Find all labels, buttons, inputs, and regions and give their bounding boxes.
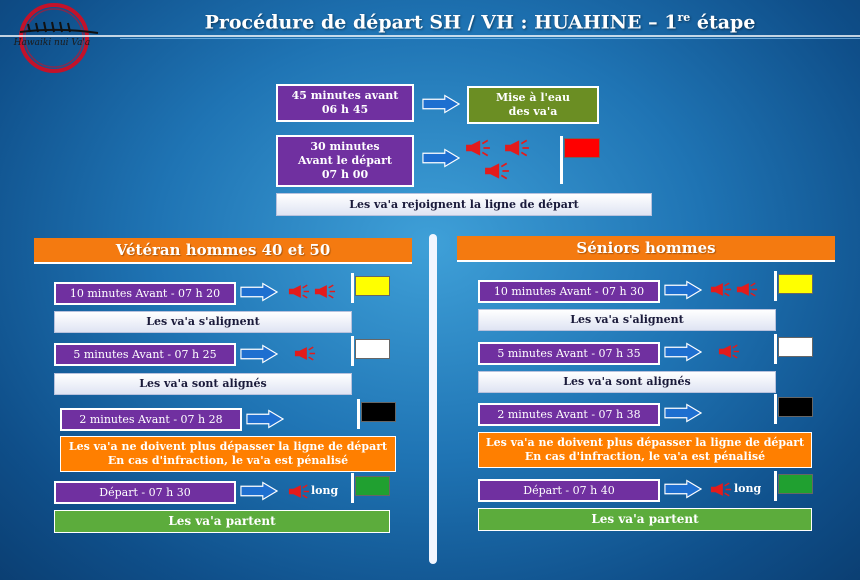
right-2-minutes-box: 2 minutes Avant - 07 h 38	[478, 403, 660, 426]
step-30-time: 07 h 00	[321, 167, 369, 181]
green-flag-icon	[355, 476, 390, 496]
launch-label-2: des va'a	[508, 105, 558, 118]
yellow-flag-icon	[778, 274, 813, 294]
flag-pole	[774, 471, 777, 501]
air-horn-icon	[710, 482, 732, 497]
air-horn-icon	[718, 344, 740, 359]
air-horn-icon	[484, 162, 510, 180]
seniors-header: Séniors hommes	[457, 236, 835, 262]
left-align-bar: Les va'a s'alignent	[54, 311, 352, 333]
launch-label: Mise à l'eau	[495, 91, 570, 105]
red-flag-icon	[564, 138, 600, 158]
right-arrow-icon	[240, 481, 278, 501]
left-warning-box: Les va'a ne doivent plus dépasser la lig…	[60, 436, 396, 472]
right-arrow-icon	[246, 409, 284, 429]
right-5-minutes-box: 5 minutes Avant - 07 h 35	[478, 342, 660, 365]
right-arrow-icon	[422, 94, 460, 114]
left-depart-box: Départ - 07 h 30	[54, 481, 236, 504]
step-45-label: 45 minutes avant	[291, 89, 399, 103]
flag-pole	[351, 273, 354, 303]
right-arrow-icon	[664, 403, 702, 423]
right-arrow-icon	[240, 344, 278, 364]
page-title: Procédure de départ SH / VH : HUAHINE – …	[204, 11, 756, 34]
air-horn-icon	[736, 282, 758, 297]
right-long-label: long	[734, 482, 762, 495]
right-warning-line-1: Les va'a ne doivent plus dépasser la lig…	[485, 436, 805, 450]
step-30-label-2: Avant le départ	[298, 154, 392, 168]
join-start-line-bar: Les va'a rejoignent la ligne de départ	[276, 193, 652, 216]
air-horn-icon	[288, 484, 310, 499]
left-2-minutes-box: 2 minutes Avant - 07 h 28	[60, 408, 242, 431]
white-flag-icon	[355, 339, 390, 359]
right-arrow-icon	[664, 479, 702, 499]
flag-pole	[774, 271, 777, 301]
left-5-minutes-box: 5 minutes Avant - 07 h 25	[54, 343, 236, 366]
left-warning-line-1: Les va'a ne doivent plus dépasser la lig…	[68, 440, 388, 454]
right-arrow-icon	[422, 148, 460, 168]
flag-pole	[351, 336, 354, 366]
right-arrow-icon	[240, 282, 278, 302]
title-underline	[0, 35, 860, 37]
left-warning-line-2: En cas d'infraction, le va'a est pénalis…	[107, 454, 349, 467]
right-leave-bar: Les va'a partent	[478, 508, 812, 531]
right-warning-line-2: En cas d'infraction, le va'a est pénalis…	[524, 450, 766, 463]
air-horn-icon	[314, 284, 336, 299]
yellow-flag-icon	[355, 276, 390, 296]
left-leave-bar: Les va'a partent	[54, 510, 390, 533]
air-horn-icon	[288, 284, 310, 299]
logo-text: Hawaiki nui Va'a	[13, 38, 91, 48]
green-flag-icon	[778, 474, 813, 494]
air-horn-icon	[710, 282, 732, 297]
title-underline-accent	[120, 38, 860, 39]
white-flag-icon	[778, 337, 813, 357]
step-30-label: 30 minutes	[310, 140, 380, 154]
left-long-label: long	[311, 484, 339, 497]
black-flag-icon	[361, 402, 396, 422]
flag-pole	[560, 136, 563, 184]
hawaiki-nui-vaa-logo	[2, 2, 100, 74]
air-horn-icon	[504, 139, 530, 157]
right-warning-box: Les va'a ne doivent plus dépasser la lig…	[478, 432, 812, 468]
veteran-header: Vétéran hommes 40 et 50	[34, 238, 412, 264]
flag-pole	[774, 394, 777, 424]
right-arrow-icon	[664, 280, 702, 300]
flag-pole	[351, 473, 354, 503]
column-divider	[429, 234, 437, 564]
black-flag-icon	[778, 397, 813, 417]
step-45-time: 06 h 45	[321, 103, 369, 116]
right-align-bar: Les va'a s'alignent	[478, 309, 776, 331]
right-aligned-bar: Les va'a sont alignés	[478, 371, 776, 393]
left-10-minutes-box: 10 minutes Avant - 07 h 20	[54, 282, 236, 305]
flag-pole	[774, 334, 777, 364]
flag-pole	[357, 399, 360, 429]
air-horn-icon	[294, 346, 316, 361]
left-aligned-bar: Les va'a sont alignés	[54, 373, 352, 395]
air-horn-icon	[465, 139, 491, 157]
right-arrow-icon	[664, 342, 702, 362]
right-10-minutes-box: 10 minutes Avant - 07 h 30	[478, 280, 660, 303]
right-depart-box: Départ - 07 h 40	[478, 479, 660, 502]
